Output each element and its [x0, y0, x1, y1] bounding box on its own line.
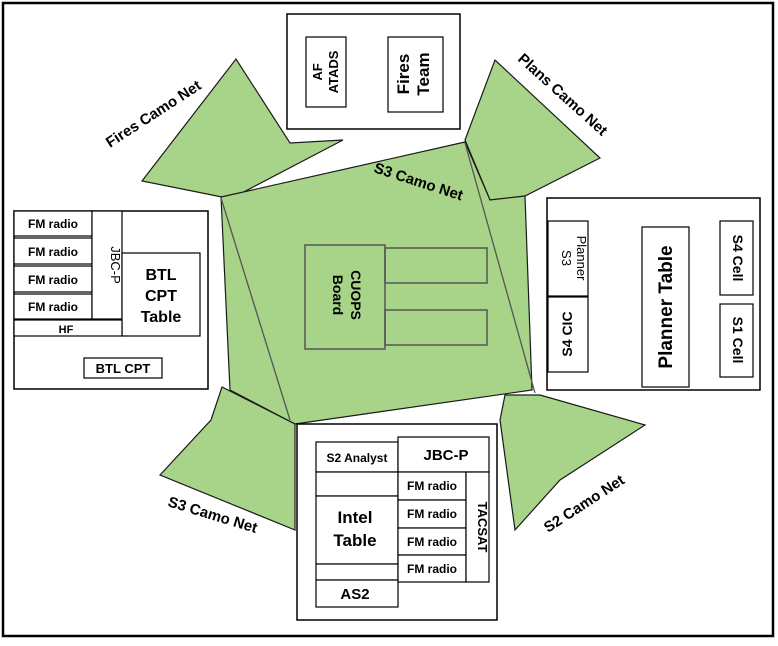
s3-camo-net-central — [220, 141, 533, 425]
btl-jbcp-box — [91, 210, 123, 320]
planning-area: S3 Planner S4 CIC Planner Table S4 Cell … — [546, 197, 761, 391]
s2-analyst-label: S2 Analyst — [327, 451, 388, 465]
btl-cpt-table-label-3: Table — [141, 309, 182, 326]
s3-camo-net-lower — [158, 386, 296, 531]
intel-table-label-1: Intel — [338, 508, 373, 527]
intel-fm-radio-1: FM radio — [407, 479, 457, 493]
af-atads-label-2: ATADS — [326, 50, 341, 93]
fires-team-label-1: Fires — [394, 54, 413, 95]
s4-cell-box — [719, 220, 754, 296]
btl-fm-radio-4: FM radio — [28, 300, 78, 314]
fires-tent: AF ATADS Fires Team — [286, 13, 461, 130]
btl-fm-radio-2: FM radio — [28, 245, 78, 259]
s3-planner-label-2: Planner — [574, 236, 589, 281]
planner-table-label: Planner Table — [656, 245, 677, 368]
cuops-board-label-1: CUOPS — [348, 270, 364, 320]
btl-cpt-area: FM radio FM radio FM radio FM radio JBC-… — [13, 210, 209, 390]
s4-cic-box — [547, 296, 589, 373]
btl-jbcp-label: JBC-P — [108, 246, 123, 284]
s2-camo-net — [499, 394, 647, 532]
intel-fm-radio-4: FM radio — [407, 562, 457, 576]
tacsat-box — [465, 471, 490, 583]
btl-cpt-table-label-2: CPT — [145, 288, 177, 305]
camo-net-area — [140, 57, 647, 532]
fm-radio-box-3 — [13, 265, 93, 293]
as2-label: AS2 — [340, 586, 369, 603]
s4-cic-label: S4 CIC — [559, 311, 575, 356]
intel-area: S2 Analyst JBC-P Intel Table AS2 FM radi… — [296, 423, 498, 621]
s1-cell-box — [719, 303, 754, 378]
tacsat-label: TACSAT — [475, 502, 490, 553]
as2-box — [315, 579, 399, 608]
s3-planner-label-1: S3 — [559, 250, 574, 266]
intel-blank-box — [315, 471, 399, 497]
intel-jbcp-label: JBC-P — [423, 447, 468, 464]
intel-table-label-2: Table — [333, 531, 376, 550]
cuops-board — [304, 244, 386, 350]
intel-fm-radio-box-4 — [397, 554, 467, 583]
btl-cpt-table-box — [121, 252, 201, 337]
intel-lower-box — [315, 563, 399, 581]
fm-radio-box-2 — [13, 237, 93, 265]
fires-team-label-2: Team — [414, 52, 433, 95]
fm-radio-box-4 — [13, 293, 93, 320]
s3-planner-box — [547, 220, 589, 297]
cuops-board-group: CUOPS Board — [304, 244, 488, 350]
cuops-board-panel-top — [384, 247, 488, 284]
s4-cell-label: S4 Cell — [730, 235, 746, 282]
btl-cpt-table-label-1: BTL — [145, 267, 176, 284]
intel-fm-radio-2: FM radio — [407, 507, 457, 521]
intel-table-box — [315, 495, 399, 565]
cuops-board-panel-bottom — [384, 309, 488, 346]
btl-cpt-label-box — [83, 357, 163, 379]
btl-cpt-label: BTL CPT — [96, 361, 151, 376]
fires-team-box — [387, 36, 444, 113]
btl-fm-radio-3: FM radio — [28, 273, 78, 287]
btl-fm-radio-1: FM radio — [28, 217, 78, 231]
s1-cell-label: S1 Cell — [730, 317, 746, 364]
af-atads-box — [305, 36, 347, 108]
intel-fm-radio-box-1 — [397, 471, 467, 501]
intel-jbcp-box — [397, 436, 490, 473]
intel-fm-radio-box-3 — [397, 527, 467, 556]
planner-table-box — [641, 226, 690, 388]
hf-box — [13, 319, 123, 337]
af-atads-label-1: AF — [310, 63, 325, 80]
cuops-board-label-2: Board — [330, 275, 346, 315]
fm-radio-box-1 — [13, 210, 93, 237]
hf-label: HF — [59, 324, 74, 336]
intel-fm-radio-3: FM radio — [407, 535, 457, 549]
